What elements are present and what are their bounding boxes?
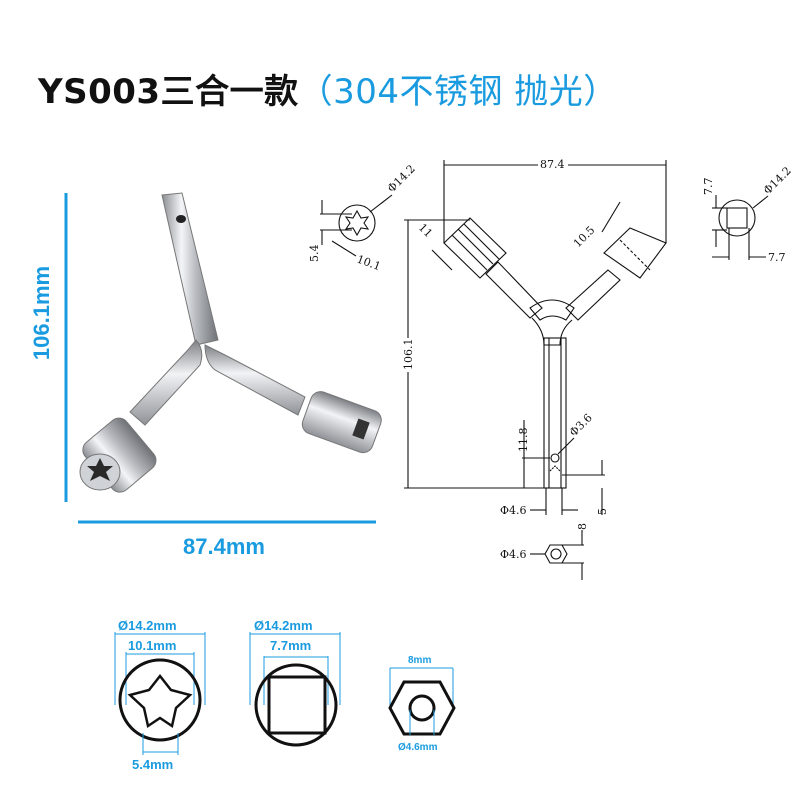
material-note: （304不锈钢 抛光） xyxy=(298,72,618,112)
shaft-diameter-dim: Φ4.6 xyxy=(500,504,527,517)
hex-profile xyxy=(388,667,456,736)
overall-width-dim: 87.4 xyxy=(540,158,565,171)
overall-height-dim: 106.1 xyxy=(402,339,415,371)
technical-drawing: Φ14.2 5.4 10.1 87.4 106.1 11 10.5 xyxy=(300,150,800,590)
hex-bore-dim: Φ4.6 xyxy=(500,548,527,561)
technical-drawing-svg: Φ14.2 5.4 10.1 87.4 106.1 11 10.5 xyxy=(308,158,794,580)
hole-offset-dim: 11.8 xyxy=(517,428,530,453)
torx-bottom-label: 5.4mm xyxy=(132,757,174,772)
torx-inner-label: 10.1mm xyxy=(128,638,177,653)
hex-flats-dim: 8 xyxy=(576,523,589,530)
page-title: YS003三合一款（304不锈钢 抛光） xyxy=(38,64,618,113)
torx-width-dim: 10.1 xyxy=(355,253,382,274)
square-outer-label: Ø14.2mm xyxy=(254,618,313,633)
profiles-svg xyxy=(114,632,456,755)
square-inner-label: 7.7mm xyxy=(270,638,312,653)
right-socket-dim: 10.5 xyxy=(571,224,598,251)
profiles-section xyxy=(90,600,480,790)
model-name: YS003三合一款 xyxy=(38,72,299,112)
width-label: 87.4mm xyxy=(183,534,265,559)
torx-outer-label: Ø14.2mm xyxy=(118,618,177,633)
hex-top-label: 8mm xyxy=(408,655,432,666)
square-outer-dim: Φ14.2 xyxy=(761,164,794,197)
hole-diameter-dim: Φ3.6 xyxy=(567,411,595,439)
torx-inner-dim: 5.4 xyxy=(308,245,321,263)
wrench-photo-illustration xyxy=(64,192,382,524)
torx-profile xyxy=(114,632,206,755)
square-side-v-dim: 7.7 xyxy=(702,178,715,196)
square-profile xyxy=(249,632,341,747)
height-label: 106.1mm xyxy=(29,265,54,361)
hex-bottom-label: Ø4.6mm xyxy=(398,742,438,753)
torx-outer-dim: Φ14.2 xyxy=(385,162,418,195)
square-side-h-dim: 7.7 xyxy=(768,251,786,264)
product-photo xyxy=(0,150,400,570)
tip-length-dim: 5 xyxy=(596,508,609,515)
left-socket-dim: 11 xyxy=(416,221,435,240)
